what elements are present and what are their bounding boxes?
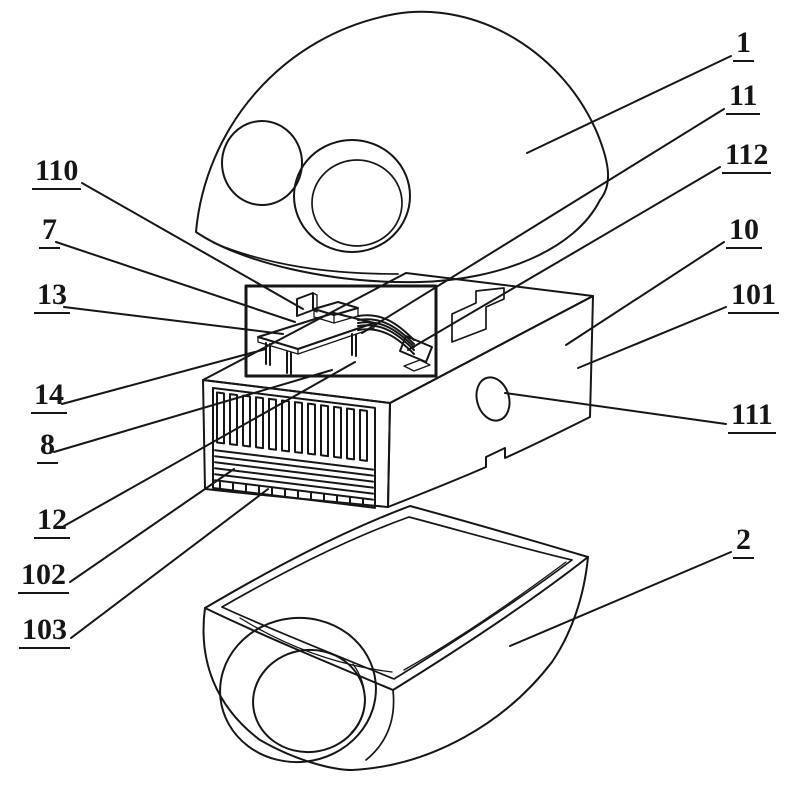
leader-103	[70, 488, 269, 639]
leader-2	[509, 551, 732, 647]
top-cover-drawing	[195, 10, 610, 284]
leader-12	[63, 361, 356, 527]
cable-connector	[399, 335, 433, 363]
grille	[212, 386, 376, 509]
leader-101	[577, 306, 727, 369]
bottom-body-silhouette	[202, 556, 589, 771]
ref-label-10: 10	[726, 213, 762, 250]
leader-111	[504, 392, 727, 425]
ref-label-2: 2	[733, 523, 754, 560]
pcb-bracket-side	[312, 292, 318, 313]
ref-label-110: 110	[32, 154, 82, 191]
top-cover-rim-line	[213, 242, 399, 275]
ref-label-12: 12	[34, 503, 70, 540]
leader-110	[81, 182, 304, 310]
flex-cable	[357, 314, 415, 355]
pcb-callout-box	[244, 284, 438, 378]
grille-border	[212, 386, 376, 509]
bottom-interior-right	[403, 561, 567, 671]
leader-11	[361, 108, 725, 334]
pcb-pad	[403, 359, 431, 372]
leader-lines	[53, 55, 732, 647]
pcb-legs	[265, 333, 357, 375]
main-body-drawing	[202, 272, 594, 509]
bottom-front-edge	[365, 689, 395, 761]
ref-label-112: 112	[722, 138, 772, 175]
bottom-opening-outer	[219, 616, 377, 764]
leader-112	[407, 166, 721, 351]
bottom-rim-outer	[204, 505, 589, 691]
leader-10	[565, 241, 725, 346]
ref-label-111: 111	[728, 398, 776, 435]
top-cover-outline	[195, 10, 610, 284]
leader-1	[526, 55, 732, 154]
ref-label-103: 103	[19, 613, 70, 650]
bottom-opening-depth-arc	[350, 663, 366, 734]
ref-label-13: 13	[34, 278, 70, 315]
bottom-cover-drawing	[202, 505, 589, 771]
bottom-rim-inner	[221, 516, 573, 680]
ref-label-11: 11	[726, 79, 761, 116]
top-cover-small-hole	[221, 120, 303, 206]
side-hole	[475, 376, 511, 422]
ref-label-7: 7	[39, 213, 60, 250]
leader-13	[63, 306, 284, 335]
pcb-bracket	[296, 292, 314, 317]
leader-14	[61, 348, 267, 405]
snap-hook	[451, 287, 505, 343]
leader-102	[69, 468, 235, 583]
ref-label-102: 102	[18, 558, 69, 595]
leader-7	[55, 241, 296, 323]
pcb-board-thickness-left	[257, 336, 299, 355]
ref-label-8: 8	[37, 428, 58, 465]
leader-8	[53, 369, 333, 453]
ref-label-14: 14	[31, 378, 67, 415]
body-right-face	[387, 295, 594, 508]
ref-label-1: 1	[733, 26, 754, 63]
ref-label-101: 101	[728, 278, 779, 315]
top-cover-large-hole	[293, 139, 411, 253]
top-cover-large-hole-inner	[311, 159, 403, 247]
